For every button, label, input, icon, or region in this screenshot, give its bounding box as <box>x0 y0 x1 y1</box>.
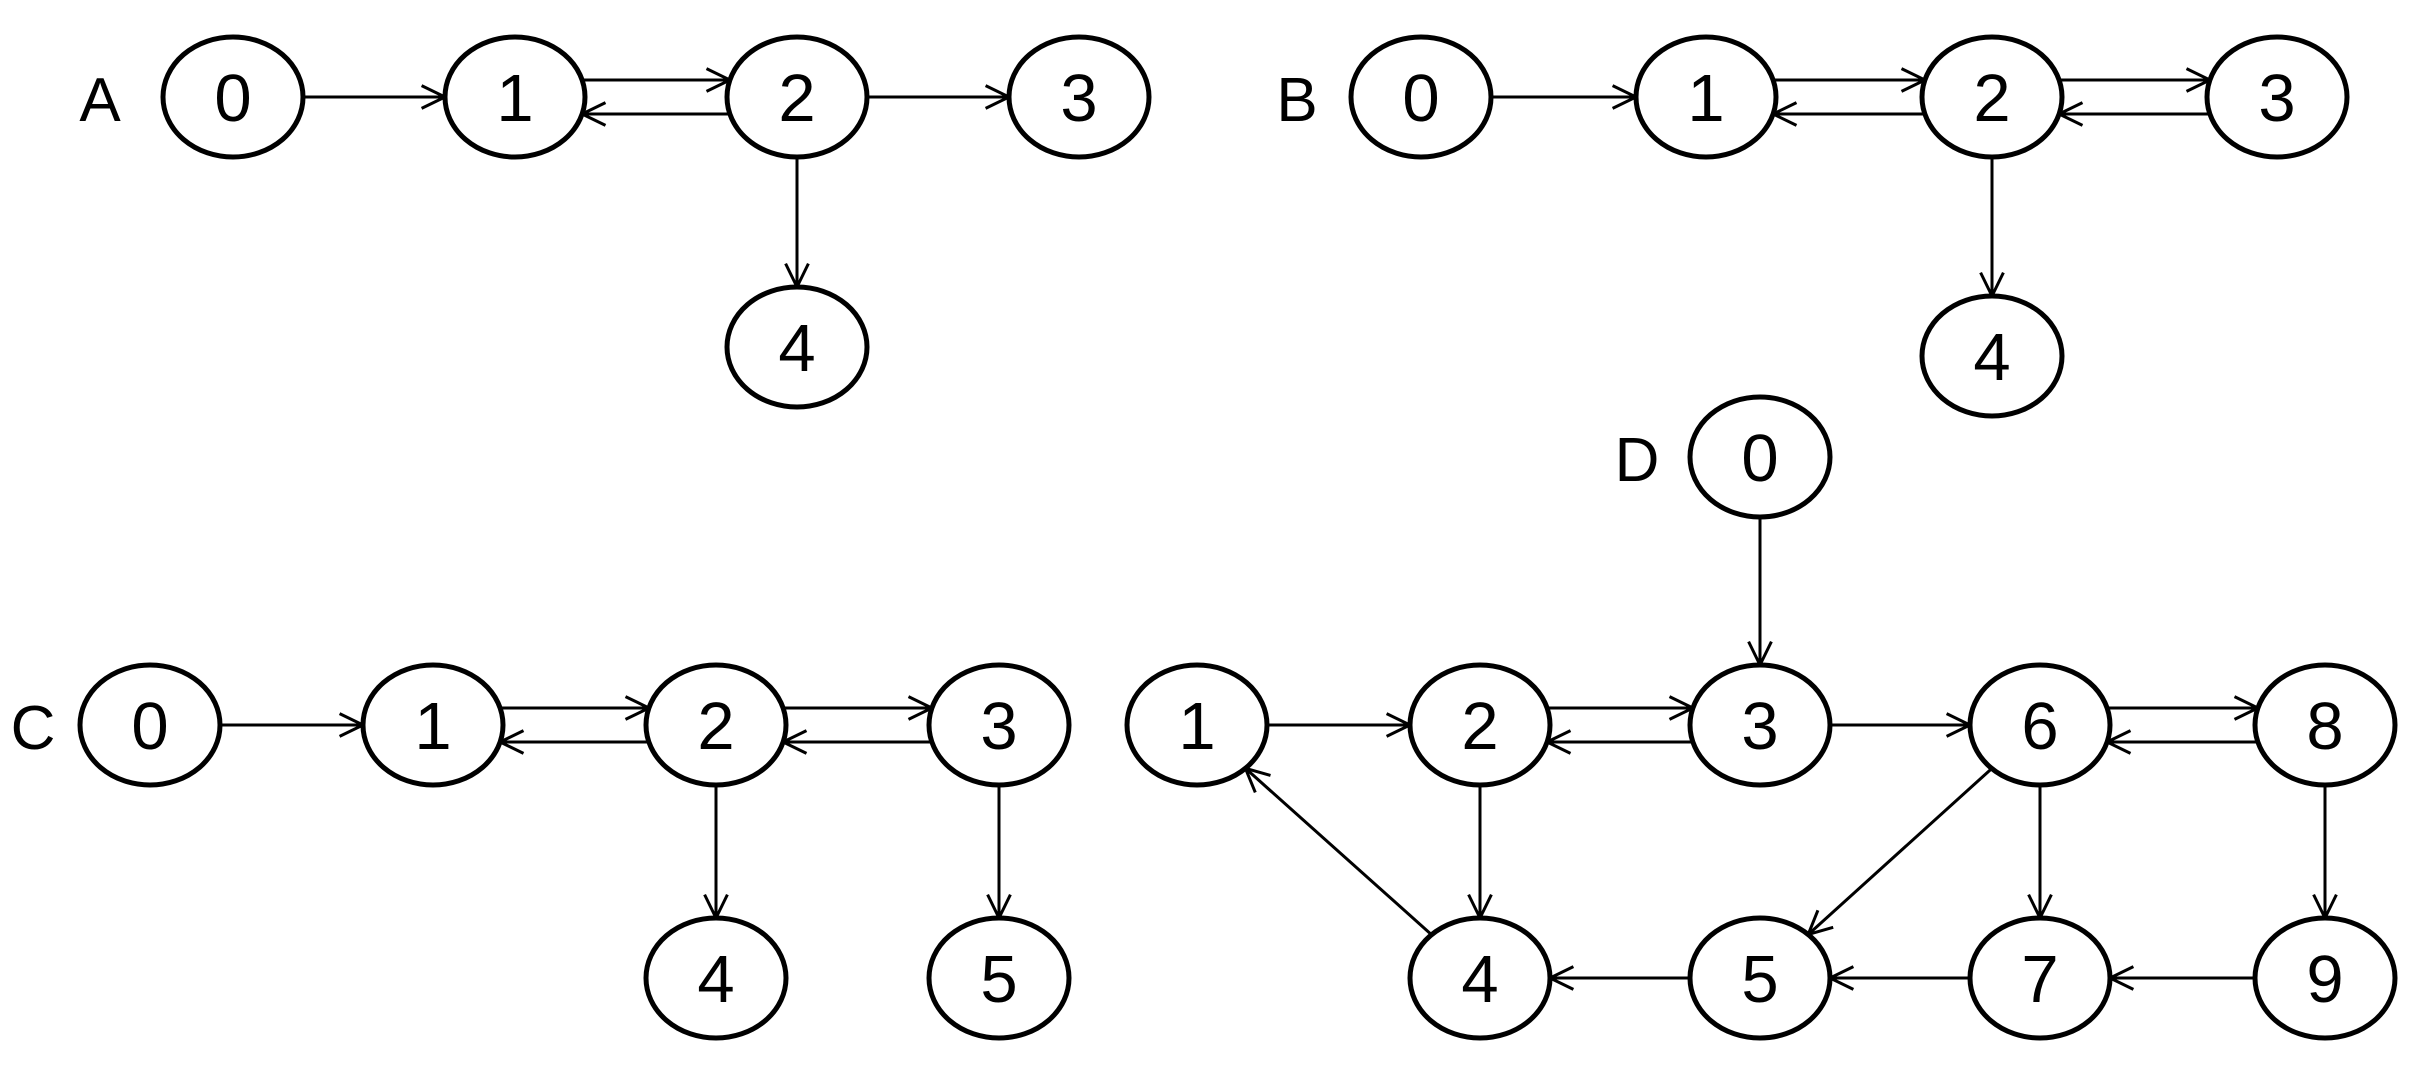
graph-A: 0 1 2 3 4 A <box>79 34 1152 410</box>
graph-D-node-4 <box>1407 915 1553 1041</box>
graph-B-node-1-value: 1 <box>1687 61 1724 136</box>
edge-shaft <box>1807 767 1993 936</box>
graph-D-edge-6-5 <box>1805 767 1993 937</box>
graph-D-node-9 <box>2252 915 2398 1041</box>
graph-B-label: B <box>1276 66 1317 135</box>
graph-C-edge-0-1 <box>220 712 367 738</box>
graph-C-edge-1-2 <box>500 695 653 721</box>
graph-D-node-2 <box>1407 662 1553 788</box>
graph-D-node-8-value: 8 <box>2306 689 2343 764</box>
graph-C-label: C <box>11 694 56 763</box>
graph-C-node-5 <box>926 915 1072 1041</box>
graph-D-edge-8-6 <box>2103 729 2258 755</box>
graph-B-edge-2-4 <box>1979 157 2005 300</box>
graph-D-node-6-value: 6 <box>2021 689 2058 764</box>
graph-C-node-0 <box>77 662 223 788</box>
graph-C-edge-3-2 <box>779 729 932 755</box>
graph-B-edge-2-3 <box>2059 67 2214 93</box>
graph-B-edge-1-2 <box>1773 67 1929 93</box>
graph-B-node-0 <box>1348 34 1494 160</box>
graph-C-node-1-value: 1 <box>414 689 451 764</box>
graph-D-node-0 <box>1687 394 1833 520</box>
graph-C-edge-2-1 <box>496 729 649 755</box>
graph-A-edge-2-3 <box>867 84 1013 110</box>
graph-D-node-7 <box>1967 915 2113 1041</box>
graph-B-node-4-value: 4 <box>1973 320 2010 395</box>
graph-B-node-1 <box>1633 34 1779 160</box>
edge-shaft <box>1244 767 1433 936</box>
graph-C-node-1 <box>360 662 506 788</box>
graph-D-node-9-value: 9 <box>2306 942 2343 1017</box>
graph-D-edge-6-7 <box>2027 785 2053 922</box>
graph-C-node-3 <box>926 662 1072 788</box>
graph-B-node-2-value: 2 <box>1973 61 2010 136</box>
graph-A-node-3 <box>1006 34 1152 160</box>
graph-C-node-0-value: 0 <box>131 689 168 764</box>
graph-B-node-3 <box>2204 34 2350 160</box>
graph-A-node-0 <box>160 34 306 160</box>
graph-D-node-3-value: 3 <box>1741 689 1778 764</box>
graph-A-node-2 <box>724 34 870 160</box>
graph-A-node-3-value: 3 <box>1060 61 1097 136</box>
graph-A-node-1 <box>442 34 588 160</box>
graph-A-label: A <box>79 66 121 135</box>
graph-C-edge-3-5 <box>986 785 1012 922</box>
graph-C-node-4 <box>643 915 789 1041</box>
graph-D-edge-2-4 <box>1467 785 1493 922</box>
graph-D-edge-7-5 <box>1826 965 1970 991</box>
graph-D-edge-4-1 <box>1242 766 1433 936</box>
graph-D-node-5 <box>1687 915 1833 1041</box>
graph-D-edge-3-6 <box>1830 712 1974 738</box>
graph-D-node-1 <box>1124 662 1270 788</box>
graph-C-node-2-value: 2 <box>697 689 734 764</box>
graph-C-edge-2-3 <box>783 695 936 721</box>
graph-D-node-4-value: 4 <box>1461 942 1498 1017</box>
graph-B-node-2 <box>1919 34 2065 160</box>
graph-D-node-5-value: 5 <box>1741 942 1778 1017</box>
graph-C-node-5-value: 5 <box>980 942 1017 1017</box>
graph-D-edge-5-4 <box>1546 965 1690 991</box>
graph-D-edge-8-9 <box>2312 785 2338 922</box>
graph-D-edge-1-2 <box>1267 712 1414 738</box>
graph-D-label: D <box>1615 426 1660 495</box>
graph-A-edge-2-4 <box>784 157 810 291</box>
graph-D-node-1-value: 1 <box>1178 689 1215 764</box>
graph-D-node-8 <box>2252 662 2398 788</box>
graph-D: 0 1 2 3 6 8 4 5 7 9 D <box>1124 394 2398 1041</box>
graph-B-node-4 <box>1919 293 2065 419</box>
graph-C-node-2 <box>643 662 789 788</box>
graph-A-node-4 <box>724 284 870 410</box>
graph-D-edge-0-3 <box>1747 517 1773 669</box>
graph-D-edge-9-7 <box>2106 965 2255 991</box>
graph-C-node-4-value: 4 <box>697 942 734 1017</box>
graph-B: 0 1 2 3 4 B <box>1276 34 2350 419</box>
graph-D-edge-3-2 <box>1543 729 1693 755</box>
graph-A-node-4-value: 4 <box>778 311 815 386</box>
graph-B-node-3-value: 3 <box>2258 61 2295 136</box>
graph-A-node-0-value: 0 <box>214 61 251 136</box>
graph-C-edge-2-4 <box>703 785 729 922</box>
graph-A-node-2-value: 2 <box>778 61 815 136</box>
graph-B-node-0-value: 0 <box>1402 61 1439 136</box>
graph-C: 0 1 2 3 4 5 C <box>11 662 1072 1041</box>
graph-B-edge-2-1 <box>1769 101 1925 127</box>
graph-C-node-3-value: 3 <box>980 689 1017 764</box>
graph-B-edge-0-1 <box>1491 84 1640 110</box>
graph-D-node-0-value: 0 <box>1741 421 1778 496</box>
graph-B-edge-3-2 <box>2055 101 2210 127</box>
graph-A-edge-1-2 <box>582 67 734 93</box>
graph-D-edge-2-3 <box>1547 695 1697 721</box>
graph-D-node-7-value: 7 <box>2021 942 2058 1017</box>
graph-D-node-2-value: 2 <box>1461 689 1498 764</box>
graph-A-node-1-value: 1 <box>496 61 533 136</box>
graph-A-edge-2-1 <box>578 101 730 127</box>
graph-D-edge-6-8 <box>2107 695 2262 721</box>
graph-D-node-6 <box>1967 662 2113 788</box>
graph-D-node-3 <box>1687 662 1833 788</box>
graph-A-edge-0-1 <box>303 84 449 110</box>
